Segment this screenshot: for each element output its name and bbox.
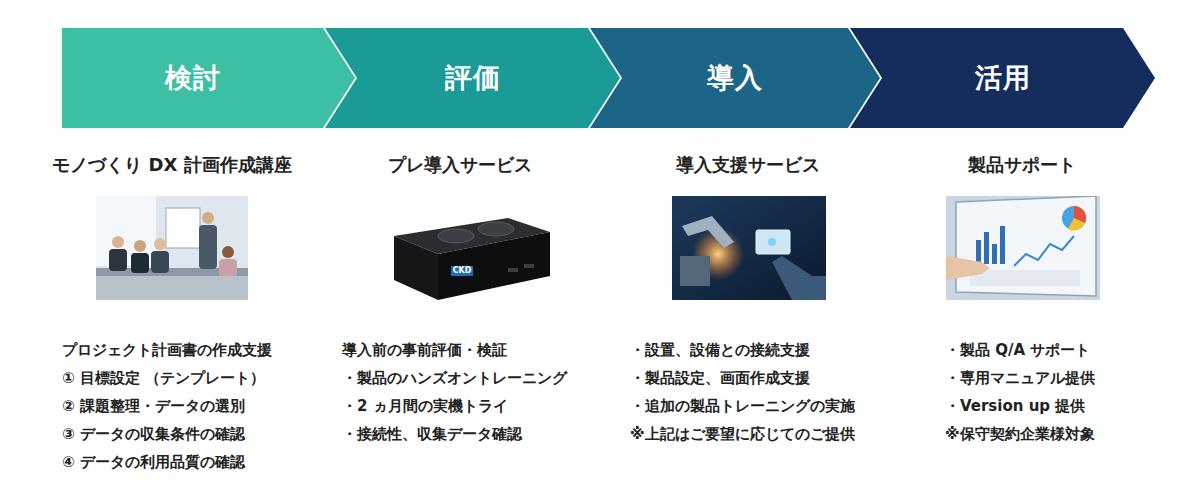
photo-ground [96,196,248,300]
service-item: ・2 ヵ月間の実機トライ [342,396,508,416]
chevron-fill [590,28,880,128]
service-item: ・製品設定、画面作成支援 [630,368,810,388]
person-head [112,236,124,248]
hand [946,256,990,280]
device-logo: CKD [451,266,474,276]
chevron-step: 導入 [590,28,880,128]
person-body [131,253,149,273]
hand [772,256,826,300]
service-item: 導入前の事前評価・検証 [342,340,507,360]
bar [984,232,989,264]
screen [956,196,1096,296]
table-top [96,276,248,300]
device-fan [478,222,514,236]
person-body [151,251,169,273]
device-front [394,236,438,300]
step-title: 導入 [707,60,763,96]
device-illustration [388,212,554,304]
photo-ground [946,196,1100,300]
step-title: 検討 [165,60,221,96]
person-head [134,240,146,252]
service-heading: プレ導入サービス [388,154,532,176]
grid [970,270,1080,286]
service-heading: 製品サポート [968,154,1076,176]
person-body [109,249,127,271]
service-item: ・製品のハンズオントレーニング [342,368,567,388]
chart-photo [946,196,1100,300]
line-chart [1014,236,1074,266]
service-item: ※上記はご要望に応じてのご提供 [630,424,855,444]
factory-photo [672,196,826,300]
service-item: ・Version up 提供 [945,396,1085,416]
device-port [524,264,534,268]
device-fan [438,229,474,243]
service-item: ※保守契約企業様対象 [945,424,1095,444]
service-item: プロジェクト計画書の作成支援 [62,340,272,360]
service-item: ・製品 Q/A サポート [945,340,1090,360]
service-item: ・追加の製品トレーニングの実施 [630,396,855,416]
pie-chart [1062,206,1086,230]
step-title: 活用 [975,60,1031,96]
step-title: 評価 [445,60,501,96]
service-heading: モノづくり DX 計画作成講座 [52,154,291,176]
service-item: ・専用マニュアル提供 [945,368,1095,388]
whiteboard [166,208,200,248]
service-item: ・接続性、収集データ確認 [342,424,522,444]
chevron-step: 評価 [325,28,620,128]
pie-slice [1068,218,1085,231]
service-item: ③ データの収集条件の確認 [62,424,245,444]
service-item: ・設置、設備との接続支援 [630,340,810,360]
service-item: ④ データの利用品質の確認 [62,452,245,472]
chevron-step: 検討 [62,28,355,128]
chevron-fill [325,28,620,128]
service-heading: 導入支援サービス [676,154,820,176]
robot-arm [682,216,734,248]
chevron-fill [62,28,355,128]
chevron-fill [850,28,1155,128]
chevron-step: 活用 [850,28,1155,128]
service-item: ① 目標設定 （テンプレート） [62,368,265,388]
bar [976,240,981,264]
bar [992,244,997,264]
tablet [756,230,790,254]
person-head [222,246,234,258]
device-port [508,268,518,272]
person-head [154,238,166,250]
person-head [202,212,214,224]
robot-base [680,256,710,286]
person-body [199,225,217,269]
bar [1000,226,1005,264]
meeting-photo [96,196,248,300]
glow [768,238,776,246]
service-item: ② 課題整理・データの選別 [62,396,245,416]
photo-ground [672,196,826,300]
